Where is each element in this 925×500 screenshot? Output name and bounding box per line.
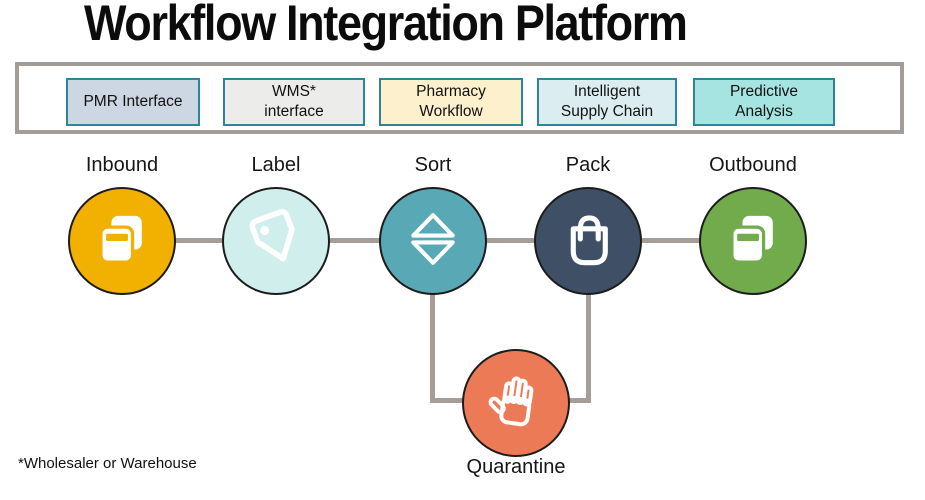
page-title: Workflow Integration Platform — [84, 0, 688, 51]
step-label-pack: Pack — [565, 154, 611, 176]
connector-pack-down — [586, 293, 591, 403]
sort-arrows-icon — [399, 205, 467, 278]
step-label-quarantine: Quarantine — [466, 456, 566, 478]
integration-box-label: Intelligent Supply Chain — [560, 82, 654, 120]
step-label-inbound: Inbound — [85, 154, 159, 176]
copy-icon — [89, 206, 155, 277]
integration-box-label: WMS* interface — [264, 82, 324, 120]
tag-icon — [241, 204, 311, 279]
connector-label-sort — [328, 238, 381, 243]
integration-box-predictive-analysis: Predictive Analysis — [693, 78, 835, 126]
connector-sort-quarantine — [430, 398, 466, 403]
connector-pack-quarantine — [565, 398, 591, 403]
integration-box-wms-interface: WMS* interface — [223, 78, 365, 126]
hand-stop-icon — [483, 368, 549, 439]
shopping-bag-icon — [556, 207, 620, 276]
integration-box-label: PMR Interface — [83, 92, 183, 110]
integration-box-label: Pharmacy Workflow — [416, 82, 486, 120]
integration-box-pmr-interface: PMR Interface — [66, 78, 200, 126]
node-label — [222, 187, 330, 295]
connector-pack-outbound — [640, 238, 701, 243]
copy-icon — [720, 206, 786, 277]
integration-box-label: Predictive Analysis — [729, 82, 799, 120]
node-outbound — [699, 187, 807, 295]
connector-sort-pack — [485, 238, 536, 243]
connector-sort-down — [430, 293, 435, 403]
node-pack — [534, 187, 642, 295]
node-inbound — [68, 187, 176, 295]
step-label-label: Label — [251, 154, 301, 176]
footnote: *Wholesaler or Warehouse — [18, 455, 197, 472]
step-label-outbound: Outbound — [709, 154, 797, 176]
node-quarantine — [462, 349, 570, 457]
integration-box-pharmacy-workflow: Pharmacy Workflow — [379, 78, 523, 126]
step-label-sort: Sort — [414, 154, 452, 176]
integration-box-intelligent-supply-chain: Intelligent Supply Chain — [537, 78, 677, 126]
node-sort — [379, 187, 487, 295]
connector-inbound-label — [174, 238, 224, 243]
